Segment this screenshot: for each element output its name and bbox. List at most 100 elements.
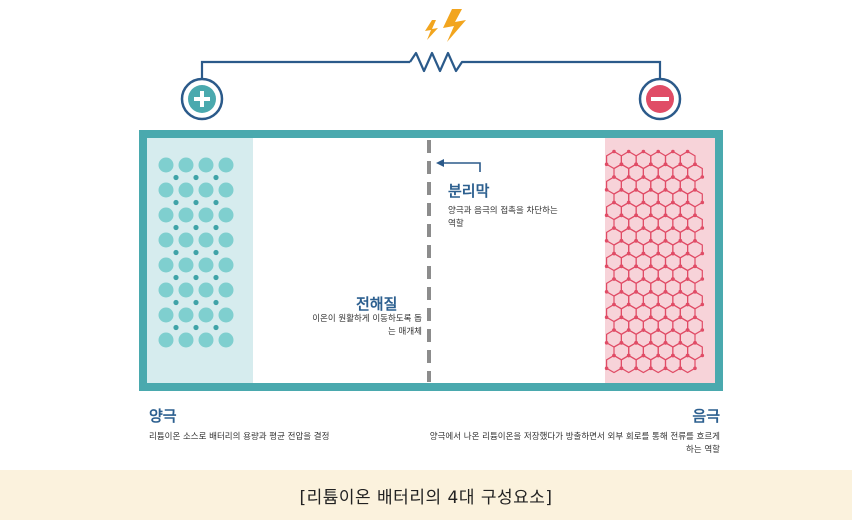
lithium-ion-dot (193, 199, 199, 206)
lattice-node (604, 315, 609, 320)
cathode-particle (158, 182, 174, 198)
lithium-ion-dot (173, 249, 179, 256)
lattice-node (678, 290, 683, 294)
lattice-node (604, 188, 609, 192)
cathode-particle (158, 232, 174, 248)
cathode-particle (198, 282, 214, 298)
cathode-particle (218, 257, 234, 273)
cathode-particle (158, 207, 174, 223)
lattice-node (626, 328, 631, 332)
lattice-node (641, 251, 646, 256)
lithium-ion-dot (193, 274, 199, 281)
cathode-particle (178, 282, 194, 298)
diagram-canvas (139, 9, 723, 391)
lattice-node (685, 149, 690, 154)
lattice-node (700, 175, 705, 179)
negative-terminal-icon (638, 77, 682, 121)
lattice-node (663, 264, 668, 269)
cathode-particle (198, 232, 214, 248)
lattice-node (656, 149, 660, 154)
spark-icon (425, 9, 466, 42)
cathode-particle (178, 307, 194, 323)
lattice-node (656, 200, 660, 205)
figure-caption: [리튬이온 배터리의 4대 구성요소] (299, 487, 553, 508)
lattice-node (700, 226, 705, 230)
lattice-node (693, 341, 697, 345)
lattice-node (641, 328, 646, 332)
cathode-particle (158, 307, 174, 323)
lattice-node (649, 341, 653, 345)
electrolyte-title: 전해질 (356, 295, 398, 313)
cathode-particle (198, 157, 214, 173)
lithium-ion-dot (213, 224, 219, 231)
lattice-node (634, 264, 638, 269)
lattice-node (626, 277, 631, 281)
lithium-ion-dot (173, 174, 179, 181)
positive-terminal-icon (180, 77, 224, 121)
cathode-particle (178, 232, 194, 248)
lattice-node (649, 213, 653, 218)
cathode-particle (198, 207, 214, 223)
graphite-hexagon (679, 354, 696, 374)
lattice-node (671, 328, 675, 332)
lattice-node (649, 264, 653, 269)
lattice-node (626, 200, 631, 205)
lattice-node (656, 175, 660, 179)
lithium-ion-dot (173, 199, 179, 206)
cathode-particle (218, 332, 234, 348)
lattice-node (612, 149, 616, 154)
lattice-node (693, 366, 697, 371)
lattice-node (612, 251, 616, 256)
lithium-ion-dot (213, 274, 219, 281)
lattice-node (619, 290, 624, 294)
lattice-node (626, 302, 631, 307)
lithium-ion-dot (173, 324, 179, 331)
lattice-node (604, 264, 609, 269)
lattice-node (656, 251, 660, 256)
lattice-node (685, 175, 690, 179)
lattice-node (634, 366, 638, 371)
lattice-node (619, 239, 624, 243)
lattice-node (604, 162, 609, 167)
lattice-node (700, 302, 705, 307)
lattice-node (619, 366, 624, 371)
cathode-particle (218, 207, 234, 223)
lattice-node (612, 226, 616, 230)
lattice-node (619, 213, 624, 218)
lithium-ion-dot (193, 224, 199, 231)
lattice-node (656, 328, 660, 332)
lattice-node (700, 251, 705, 256)
lattice-node (649, 239, 653, 243)
cathode-particle (198, 257, 214, 273)
lattice-node (671, 226, 675, 230)
lattice-node (626, 226, 631, 230)
lattice-node (641, 149, 646, 154)
lattice-node (685, 302, 690, 307)
cathode-title: 양극 (149, 407, 177, 425)
lattice-node (678, 239, 683, 243)
cathode-description: 리튬이온 소스로 배터리의 용량과 평균 전압을 결정 (149, 432, 330, 442)
lattice-node (649, 188, 653, 192)
electrolyte-description: 이온이 원활하게 이동하도록 돕는 매개체 (312, 314, 422, 337)
lattice-node (612, 302, 616, 307)
lattice-node (671, 251, 675, 256)
lattice-node (685, 200, 690, 205)
cathode-particle (158, 257, 174, 273)
lattice-node (634, 213, 638, 218)
lattice-node (641, 353, 646, 358)
lattice-node (612, 200, 616, 205)
lattice-node (612, 353, 616, 358)
lattice-node (678, 366, 683, 371)
cathode-particle (178, 157, 194, 173)
cathode-particle (198, 307, 214, 323)
lithium-ion-dot (213, 174, 219, 181)
lattice-node (619, 162, 624, 167)
lattice-node (678, 188, 683, 192)
lattice-node (641, 226, 646, 230)
lattice-node (663, 315, 668, 320)
lattice-node (619, 188, 624, 192)
lattice-node (671, 277, 675, 281)
lattice-node (663, 239, 668, 243)
lattice-node (678, 213, 683, 218)
cathode-particle (218, 182, 234, 198)
